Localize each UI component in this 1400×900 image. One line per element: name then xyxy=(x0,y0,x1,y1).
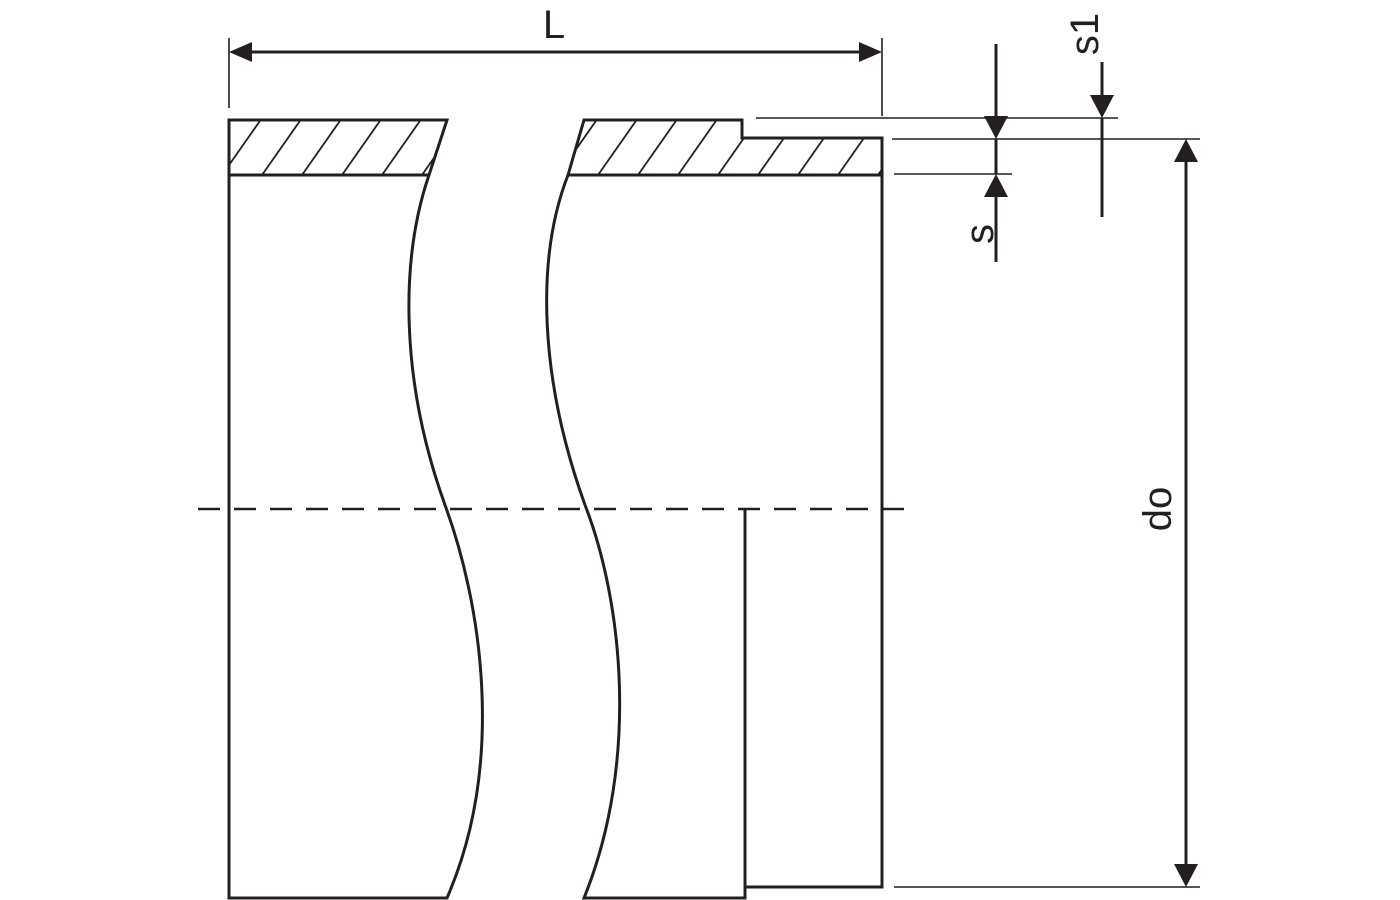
right-wall-hatching xyxy=(568,120,882,175)
dimension-length: L xyxy=(228,3,883,116)
dimension-wall-thickness: s xyxy=(958,44,1008,262)
arrow-s-down xyxy=(984,116,1008,139)
arrow-do-bottom xyxy=(1174,864,1198,887)
left-wall-hatching xyxy=(229,120,447,175)
left-pipe-segment xyxy=(227,118,484,900)
arrow-do-top xyxy=(1174,139,1198,162)
label-spigot-wall-thickness: s1 xyxy=(1063,13,1107,55)
dimension-spigot-wall-thickness: s1 xyxy=(1063,13,1114,217)
label-outer-diameter: do xyxy=(1136,487,1180,532)
dimension-outer-diameter: do xyxy=(1136,139,1198,887)
label-length: L xyxy=(543,3,565,47)
left-segment-outline xyxy=(227,118,484,900)
right-pipe-segment xyxy=(545,118,884,900)
label-wall-thickness: s xyxy=(958,224,1002,244)
arrow-s-up xyxy=(984,174,1008,197)
arrow-length-left xyxy=(229,42,252,62)
arrow-s1-down xyxy=(1090,95,1114,118)
arrow-length-right xyxy=(859,42,882,62)
right-segment-outline xyxy=(545,118,884,900)
